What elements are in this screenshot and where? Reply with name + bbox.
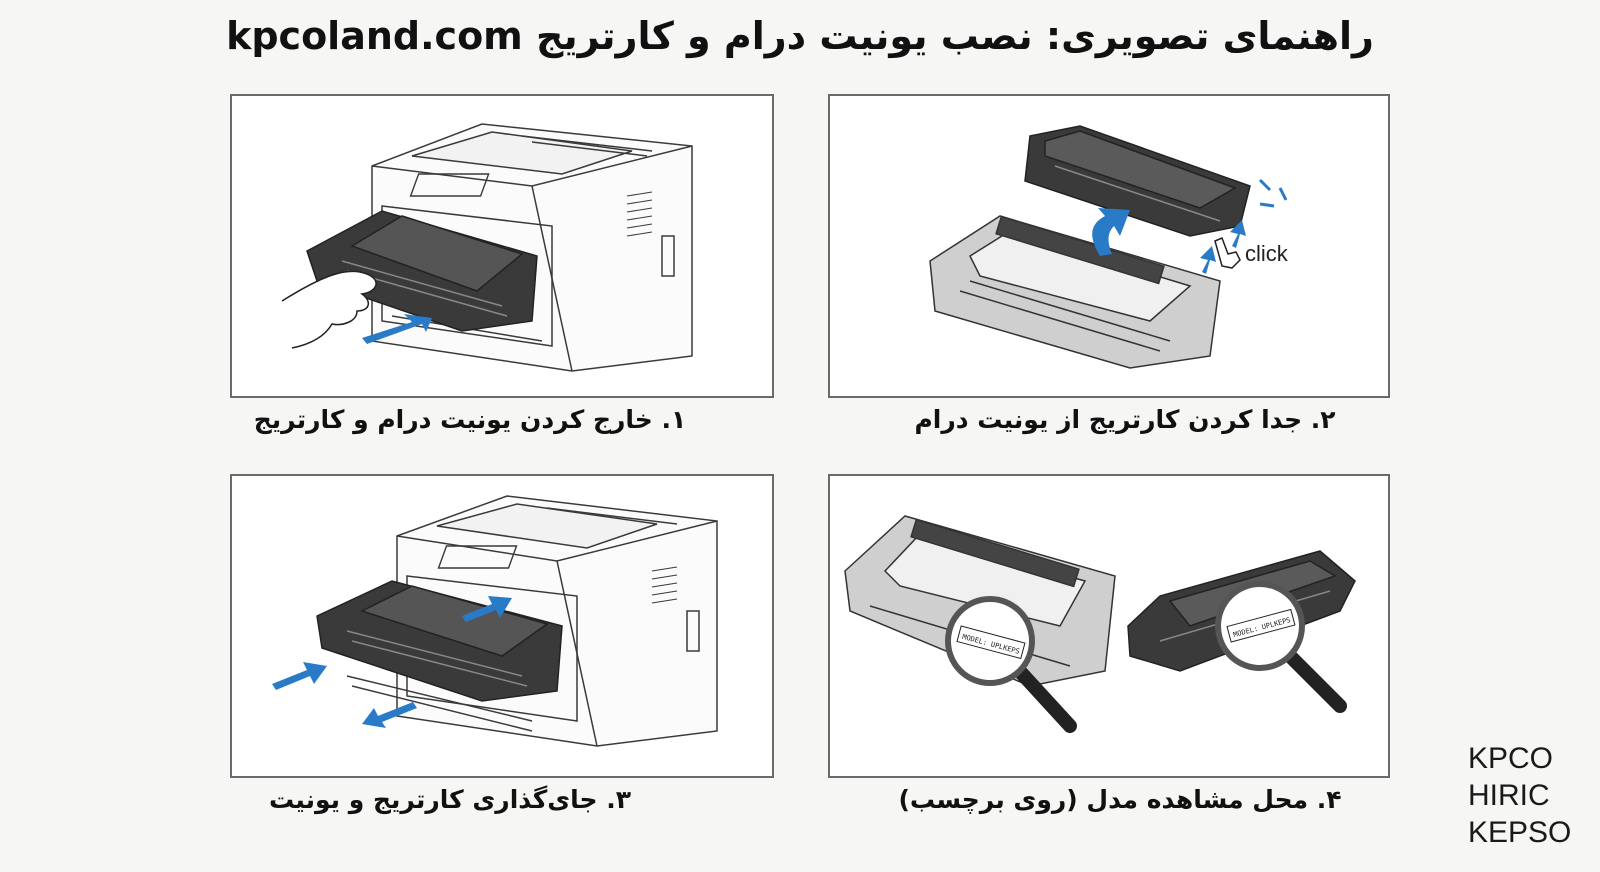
step-4-illustration: MODEL: UPLKEPS MODEL: UPLKEPS bbox=[828, 474, 1390, 778]
model-label-drawing: MODEL: UPLKEPS MODEL: UPLKEPS bbox=[844, 515, 1356, 733]
watermark: KPCO HIRIC KEPSO bbox=[1468, 740, 1571, 851]
printer-remove-drawing bbox=[281, 123, 693, 372]
step-2-caption: ۲. جدا کردن کارتریج از یونیت درام bbox=[914, 405, 1336, 434]
step-1-caption: ۱. خارج کردن یونیت درام و کارتریج bbox=[253, 405, 687, 434]
watermark-line-1: KPCO bbox=[1468, 742, 1554, 775]
toner-separation-drawing: click bbox=[929, 125, 1289, 369]
step-2-illustration: click bbox=[828, 94, 1390, 398]
step-1-illustration bbox=[230, 94, 774, 398]
watermark-line-3: KEPSO bbox=[1468, 816, 1572, 849]
watermark-line-2: HIRIC bbox=[1468, 779, 1550, 812]
page-title: راهنمای تصویری: نصب یونیت درام و کارتریج… bbox=[226, 14, 1374, 58]
step-4-caption: ۴. محل مشاهده مدل (روی برچسب) bbox=[898, 785, 1342, 814]
step-3-caption: ۳. جای‌گذاری کارتریج و یونیت bbox=[268, 785, 632, 814]
step-3-illustration bbox=[230, 474, 774, 778]
printer-insert-drawing bbox=[272, 495, 718, 747]
click-annotation: click bbox=[1245, 241, 1289, 266]
